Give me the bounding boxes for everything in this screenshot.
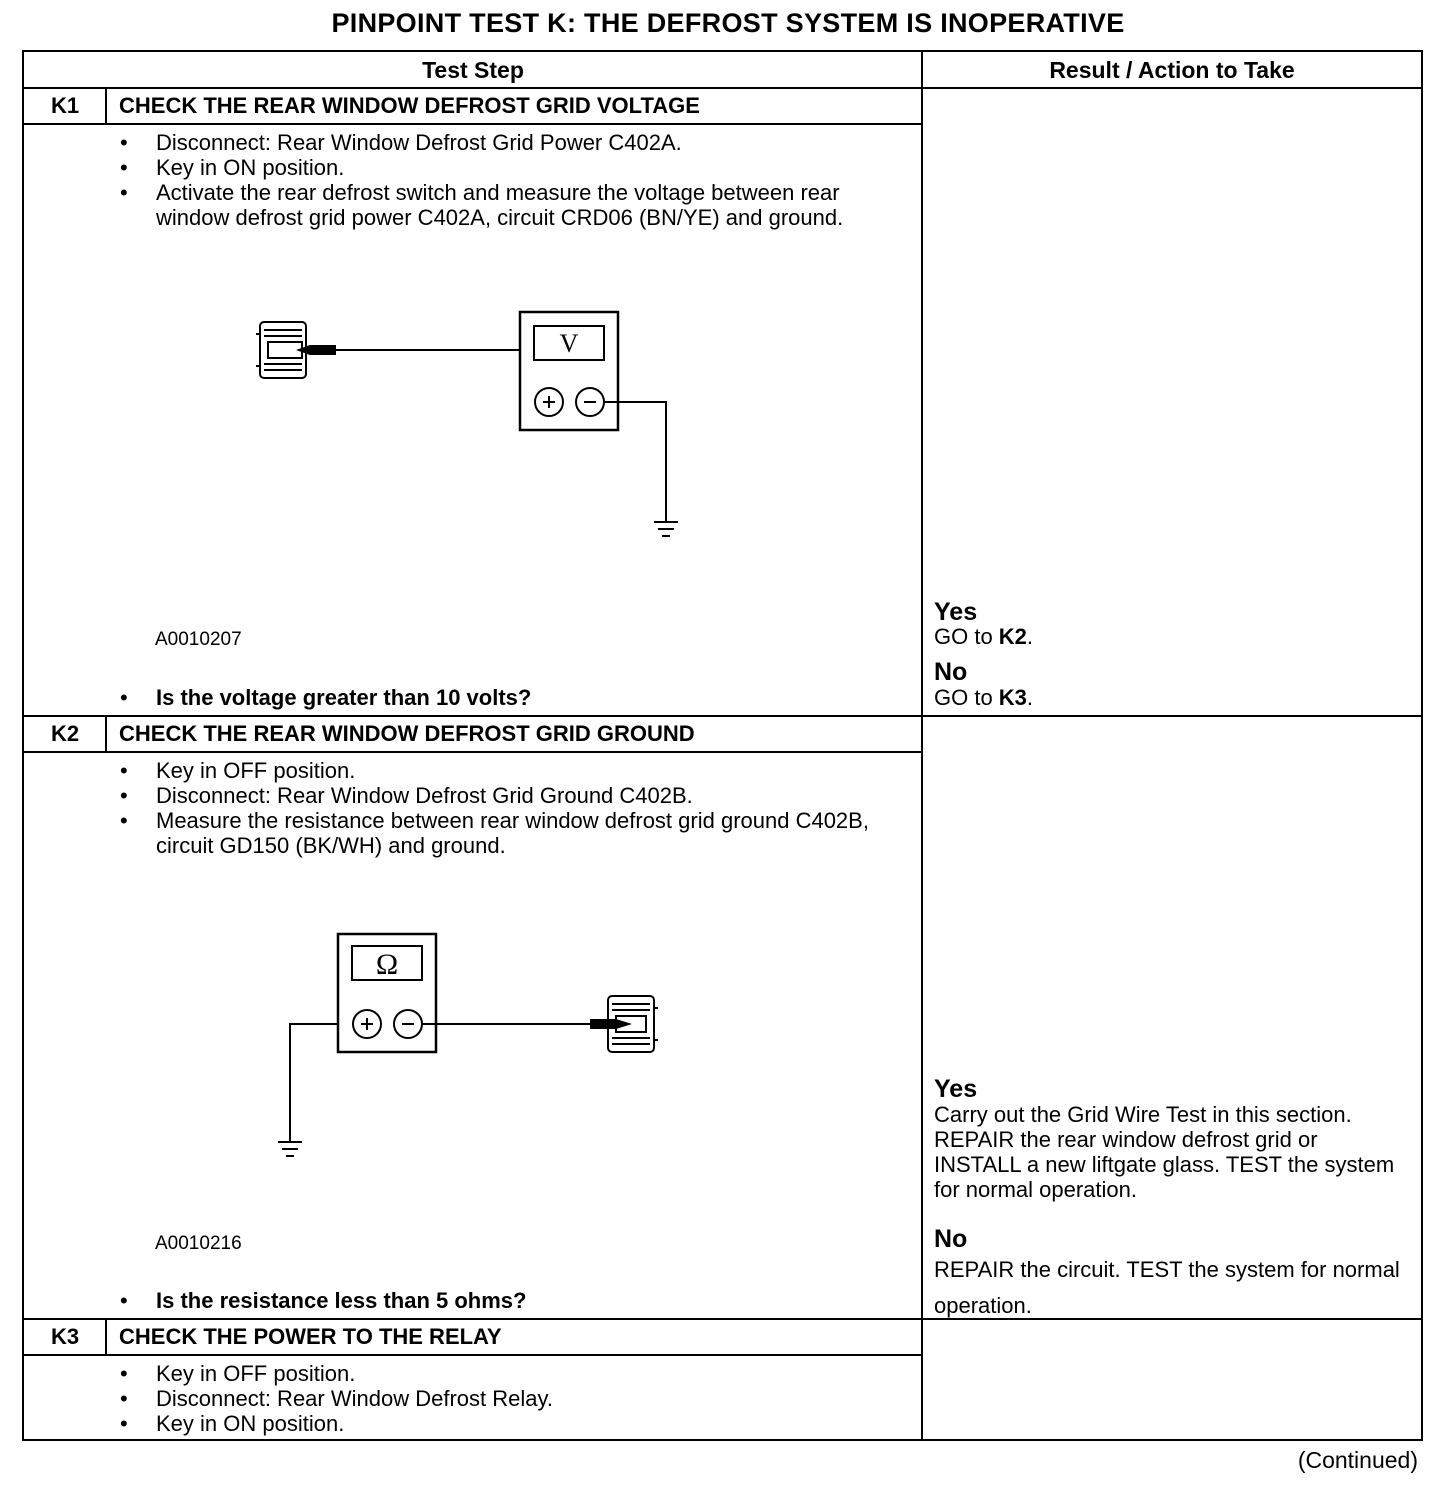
instruction-item: Disconnect: Rear Window Defrost Relay. <box>114 1386 894 1411</box>
continued-note: (Continued) <box>1297 1447 1418 1473</box>
step-id-divider <box>105 1319 107 1356</box>
result-yes-action: Carry out the Grid Wire Test in this sec… <box>934 1102 1395 1202</box>
column-header-result: Result / Action to Take <box>1049 57 1295 83</box>
probe-icon <box>296 345 336 355</box>
step-title-k3: CHECK THE POWER TO THE RELAY <box>119 1324 502 1349</box>
step-question: Is the resistance less than 5 ohms? <box>114 1288 526 1314</box>
ground-symbol-icon <box>278 1141 302 1157</box>
step-k1-instructions: Disconnect: Rear Window Defrost Grid Pow… <box>114 130 894 230</box>
figure-id: A0010216 <box>155 1233 242 1254</box>
ground-lead <box>289 1023 352 1142</box>
step-title-rule <box>24 1354 922 1356</box>
step-title-k2: CHECK THE REAR WINDOW DEFROST GRID GROUN… <box>119 721 695 746</box>
figure-id: A0010207 <box>155 629 242 650</box>
instruction-item: Key in OFF position. <box>114 1361 894 1386</box>
result-yes-action: GO to K2. <box>934 624 1034 649</box>
result-no-label: No <box>934 658 968 686</box>
instruction-item: Disconnect: Rear Window Defrost Grid Pow… <box>114 130 894 155</box>
instruction-item: Key in OFF position. <box>114 758 894 783</box>
step-id-k3: K3 <box>50 1324 80 1349</box>
header-rule <box>24 87 1421 89</box>
meter-symbol: V <box>560 329 579 358</box>
instruction-item: Measure the resistance between rear wind… <box>114 808 894 858</box>
result-no-action: REPAIR the circuit. TEST the system for … <box>934 1257 1400 1318</box>
step-id-k2: K2 <box>50 721 80 746</box>
instruction-item: Disconnect: Rear Window Defrost Grid Gro… <box>114 783 894 808</box>
page-title: PINPOINT TEST K: THE DEFROST SYSTEM IS I… <box>331 8 1125 38</box>
goto-step-link[interactable]: K2 <box>998 624 1027 649</box>
step-id-divider <box>105 88 107 125</box>
result-no-action: GO to K3. <box>934 685 1034 710</box>
meter-icon: Ω <box>336 932 438 1054</box>
column-divider <box>921 52 923 1441</box>
goto-step-link[interactable]: K3 <box>998 685 1027 710</box>
step-id-divider <box>105 716 107 753</box>
step-k2-instructions: Key in OFF position. Disconnect: Rear Wi… <box>114 758 894 858</box>
meter-symbol: Ω <box>376 948 398 981</box>
voltmeter-diagram: V <box>256 310 678 537</box>
step-k3-instructions: Key in OFF position. Disconnect: Rear Wi… <box>114 1361 894 1436</box>
connector-icon <box>607 995 658 1053</box>
meter-icon: V <box>518 310 620 432</box>
step-title-rule <box>24 751 922 753</box>
pinpoint-test-table: Test Step Result / Action to Take K1 CHE… <box>22 50 1423 1441</box>
instruction-item: Key in ON position. <box>114 155 894 180</box>
instruction-item: Activate the rear defrost switch and mea… <box>114 180 894 230</box>
ohmmeter-diagram: Ω <box>278 932 658 1157</box>
step-rule <box>24 715 1421 717</box>
result-no-label: No <box>934 1225 968 1253</box>
step-title-k1: CHECK THE REAR WINDOW DEFROST GRID VOLTA… <box>119 93 700 118</box>
instruction-item: Key in ON position. <box>114 1411 894 1436</box>
result-yes-label: Yes <box>934 598 978 626</box>
step-rule <box>24 1318 1421 1320</box>
probe-icon <box>590 1019 632 1029</box>
step-title-rule <box>24 123 922 125</box>
result-yes-label: Yes <box>934 1075 978 1103</box>
step-question: Is the voltage greater than 10 volts? <box>114 685 531 711</box>
ground-lead <box>604 401 667 522</box>
step-id-k1: K1 <box>50 93 80 118</box>
ground-symbol-icon <box>654 521 678 537</box>
column-header-test-step: Test Step <box>422 57 524 83</box>
